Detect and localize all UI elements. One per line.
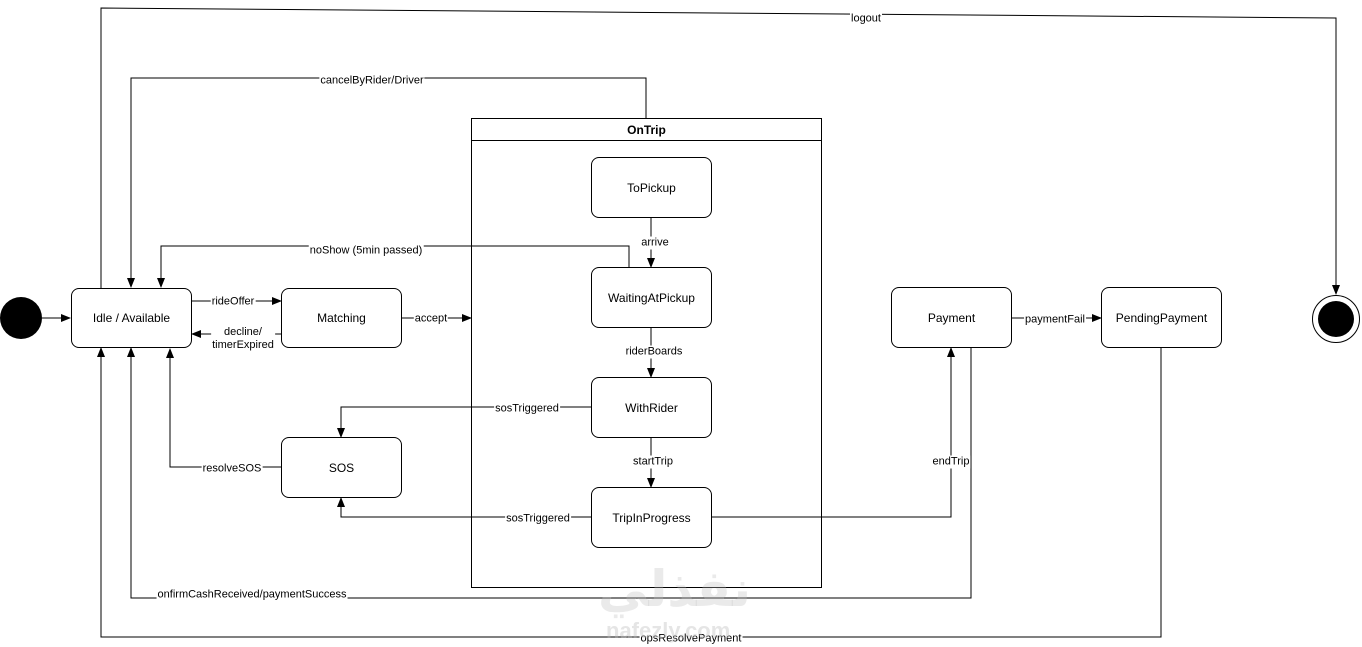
final-state — [1312, 295, 1360, 343]
label-arrive: arrive — [640, 236, 670, 250]
composite-state-ontrip[interactable]: OnTrip — [471, 118, 822, 588]
state-sos[interactable]: SOS — [281, 437, 402, 498]
label-end-trip: endTrip — [931, 455, 971, 469]
label-resolve-sos: resolveSOS — [201, 462, 263, 476]
state-to-pickup[interactable]: ToPickup — [591, 157, 712, 218]
state-waiting-at-pickup[interactable]: WaitingAtPickup — [591, 267, 712, 328]
label-cancel: cancelByRider/Driver — [319, 74, 425, 88]
state-trip-in-progress[interactable]: TripInProgress — [591, 487, 712, 548]
label-start-trip: startTrip — [632, 455, 674, 469]
label-decline: decline/ timerExpired — [211, 326, 275, 352]
edge-logout — [100, 7, 1340, 295]
edge-end-trip — [711, 347, 955, 518]
state-matching[interactable]: Matching — [281, 288, 402, 348]
edge-confirm-cash — [127, 347, 972, 599]
state-idle[interactable]: Idle / Available — [71, 288, 192, 348]
edge-ops-resolve — [97, 347, 1162, 638]
state-pending-payment[interactable]: PendingPayment — [1101, 287, 1222, 348]
watermark-logo: نفذلي — [598, 561, 752, 617]
label-ops-resolve: opsResolvePayment — [639, 632, 743, 646]
label-sos-triggered-2: sosTriggered — [505, 512, 571, 526]
label-accept: accept — [413, 312, 449, 326]
initial-state — [0, 297, 42, 339]
label-sos-triggered-1: sosTriggered — [494, 402, 560, 416]
label-confirm-cash: onfirmCashReceived/paymentSuccess — [156, 588, 348, 602]
state-with-rider[interactable]: WithRider — [591, 377, 712, 438]
label-no-show: noShow (5min passed) — [308, 244, 424, 258]
watermark-url: nafezly.com — [606, 618, 731, 643]
label-ride-offer: rideOffer — [210, 295, 256, 309]
label-rider-boards: riderBoards — [624, 345, 684, 359]
state-payment[interactable]: Payment — [891, 287, 1012, 348]
composite-title: OnTrip — [472, 119, 821, 141]
edge-resolve-sos — [166, 348, 281, 468]
label-payment-fail: paymentFail — [1024, 313, 1086, 327]
final-state-core — [1318, 301, 1354, 337]
label-logout: logout — [850, 12, 882, 26]
